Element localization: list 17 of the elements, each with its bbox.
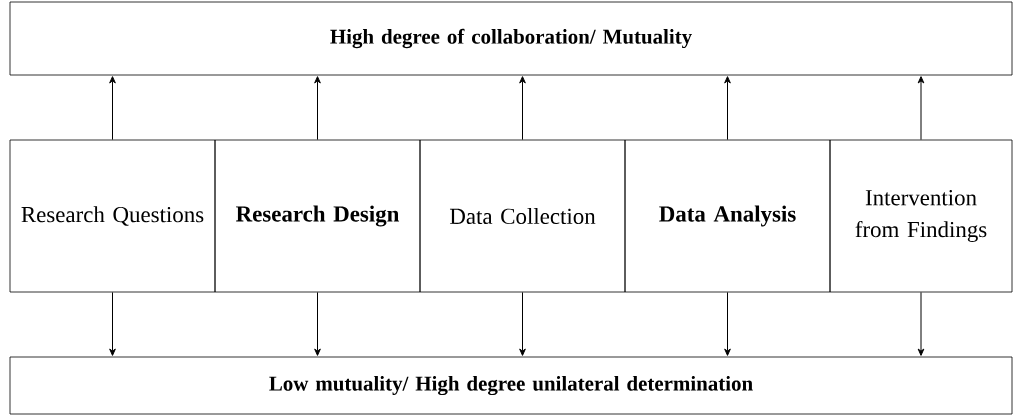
arrow <box>724 76 731 141</box>
stage-box: Data Collection <box>419 139 626 293</box>
arrow <box>109 291 116 356</box>
arrow <box>519 291 526 356</box>
arrow <box>109 76 116 141</box>
stage-box: Research Design <box>214 139 421 293</box>
stage-box: Research Questions <box>9 139 216 293</box>
banner-box: Low mutuality/ High degree unilateral determination <box>9 356 1013 415</box>
arrow <box>314 76 321 141</box>
stage-box: Data Analysis <box>624 139 831 293</box>
banner-box: High degree of collaboration/ Mutuality <box>9 1 1013 76</box>
arrow <box>917 76 925 141</box>
arrow <box>724 291 731 356</box>
arrow <box>917 291 925 356</box>
arrow <box>314 291 321 356</box>
arrow <box>519 76 526 141</box>
stage-box: Intervention from Findings <box>829 139 1013 293</box>
